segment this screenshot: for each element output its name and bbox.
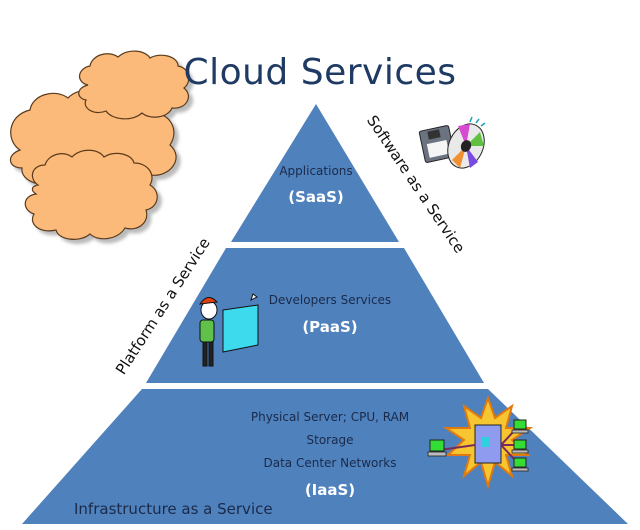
paas-acronym: (PaaS) xyxy=(302,318,358,336)
iaas-line-3: Data Center Networks xyxy=(263,456,397,470)
developer-with-blueprint-icon xyxy=(198,293,259,367)
iaas-side-label: Infrastructure as a Service xyxy=(74,500,273,518)
floppy-disk-and-cd-icon xyxy=(418,116,486,169)
cloud-top-right xyxy=(78,50,190,120)
clouds-icon xyxy=(9,50,190,240)
diagram-title: Cloud Services xyxy=(183,52,457,93)
saas-layer xyxy=(231,104,399,242)
cloud-front xyxy=(24,149,158,240)
paas-description: Developers Services xyxy=(268,293,392,307)
saas-description: Applications xyxy=(279,164,353,178)
iaas-acronym: (IaaS) xyxy=(304,481,356,499)
iaas-line-2: Storage xyxy=(306,433,354,447)
server-network-icon xyxy=(427,394,534,490)
saas-acronym: (SaaS) xyxy=(288,188,344,206)
iaas-line-1: Physical Server; CPU, RAM xyxy=(250,410,410,424)
